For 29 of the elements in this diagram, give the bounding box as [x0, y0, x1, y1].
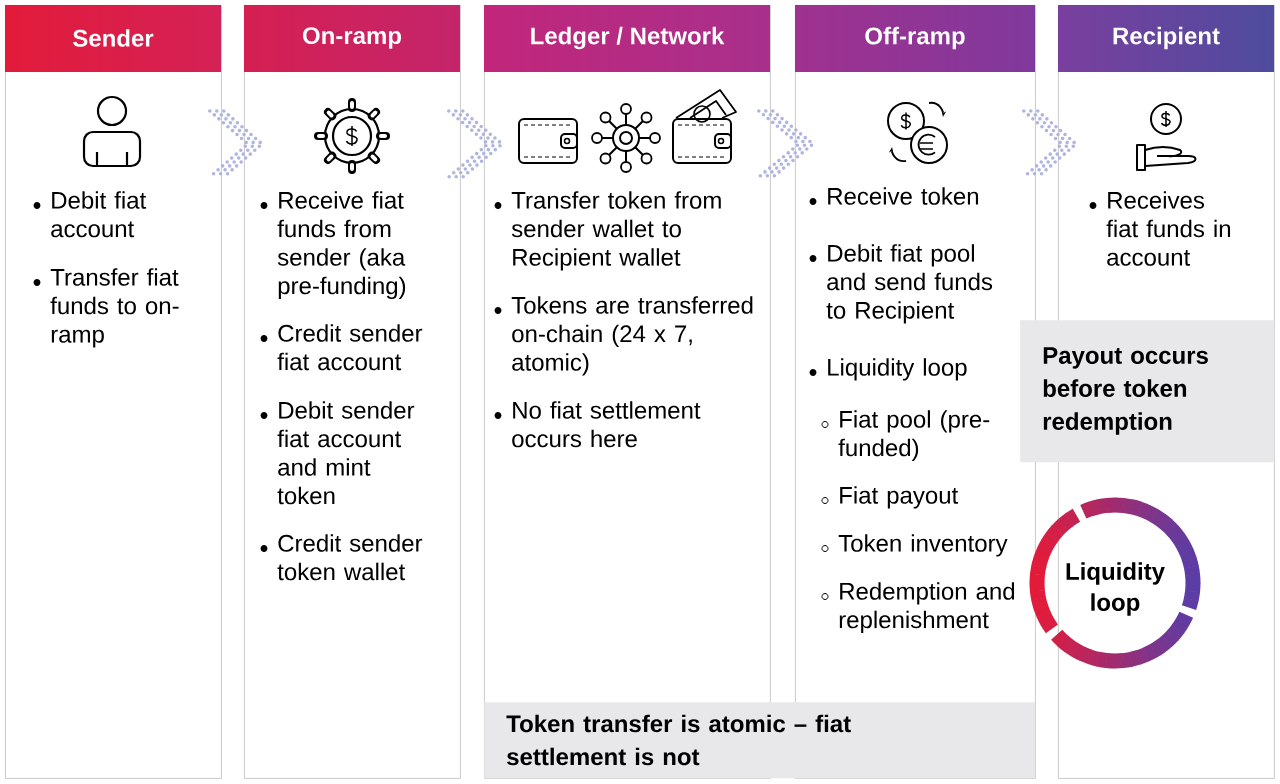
note-box: Token transfer is atomic – fiat settlement is not — [484, 702, 1036, 779]
bullet-item: Debit sender fiat account and mint token — [260, 401, 415, 505]
bullet-item: Fiat payout — [821, 486, 959, 509]
bullet-item: Receives fiat funds in account — [1089, 191, 1231, 266]
column-header: Off-ramp — [865, 26, 965, 50]
note-box: Payout occurs before token redemption — [1020, 320, 1275, 463]
chevron-arrow — [447, 109, 504, 179]
bullet-item: Receive fiat funds from sender (aka pre-funding) — [260, 191, 406, 300]
bullet-item: Liquidity loop — [809, 358, 967, 381]
bullet-item: No fiat settlement occurs here — [494, 401, 701, 448]
bullet-item: Tokens are transferred on-chain (24 x 7, atomic) — [494, 296, 753, 376]
chevron-arrow — [1022, 109, 1078, 179]
bullet-item: Credit sender fiat account — [260, 324, 423, 371]
bullet-item: Debit fiat account — [33, 191, 147, 238]
bullet-item: Fiat pool (pre-funded) — [821, 410, 990, 462]
bullet-item: Transfer fiat funds to on-ramp — [33, 268, 179, 348]
bullet-item: Credit sender token wallet — [260, 534, 423, 581]
column-header: Sender — [73, 29, 154, 47]
chevron-arrow — [757, 109, 815, 179]
column-header: Recipient — [1113, 26, 1220, 50]
bullet-item: Debit fiat pool and send funds to Recipient — [809, 244, 993, 324]
chevron-arrow — [208, 109, 264, 179]
bullet-item: Redemption and replenishment — [821, 582, 1015, 634]
column-header: Ledger / Network — [531, 26, 725, 50]
bullet-item: Token inventory — [821, 534, 1008, 557]
bullet-item: Transfer token from sender wallet to Recipient wallet — [494, 191, 721, 271]
column-header: On-ramp — [303, 27, 401, 49]
bullet-item: Receive token — [809, 187, 979, 205]
cycle-arrows-drawing: Liquidity loop — [1029, 497, 1201, 669]
